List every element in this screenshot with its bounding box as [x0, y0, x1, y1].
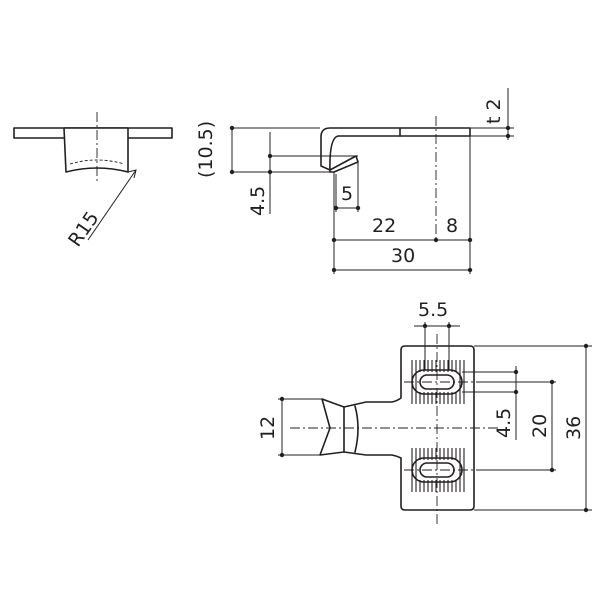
- w12-label: 12: [257, 416, 279, 440]
- radius-arrow: [127, 169, 137, 179]
- p20-dot-1: [549, 379, 555, 385]
- t2-dot-2: [505, 133, 511, 139]
- radius-label: R15: [64, 208, 103, 251]
- plan-tongue-inner: [354, 405, 359, 453]
- plan-slot-bottom: [411, 448, 465, 492]
- l22-label: 22: [372, 215, 396, 237]
- h45-dot-2: [267, 169, 273, 175]
- p20-label: 20: [529, 414, 551, 438]
- l8-dot-2: [467, 237, 473, 243]
- l30-dot-2: [467, 267, 473, 273]
- h45-dot-1: [267, 153, 273, 159]
- w55-dot-2: [446, 323, 452, 329]
- d5-label: 5: [341, 183, 353, 205]
- side-hidden-curve: [69, 159, 125, 165]
- w55-label: 5.5: [418, 299, 448, 321]
- o45-dot-1: [513, 369, 519, 375]
- l8-label: 8: [446, 215, 458, 237]
- plan-tongue: [319, 398, 345, 456]
- d5-dot-1: [333, 205, 339, 211]
- side-tongue: [63, 127, 129, 173]
- h36-label: 36: [563, 416, 585, 440]
- radius-leader: [87, 169, 137, 241]
- d5-dot-2: [355, 205, 361, 211]
- side-view: R15: [13, 112, 173, 251]
- plan-view: 5.5 12 4.5 20 36: [257, 299, 592, 524]
- l30-dot-1: [331, 267, 337, 273]
- h36-dot-2: [583, 507, 589, 513]
- plan-plate: [343, 345, 475, 511]
- h45-label: 4.5: [247, 186, 269, 216]
- h36-dot-1: [583, 343, 589, 349]
- o45-label: 4.5: [493, 408, 515, 438]
- plan-slot-top: [411, 360, 465, 404]
- l30-label: 30: [391, 245, 415, 267]
- profile-part: [320, 127, 471, 173]
- l22-dot-2: [433, 237, 439, 243]
- h105-dot-1: [229, 125, 235, 131]
- h105-dot-2: [229, 169, 235, 175]
- t2-dot-1: [505, 125, 511, 131]
- h105-label: (10.5): [195, 121, 217, 178]
- p20-dot-2: [549, 467, 555, 473]
- w12-dot-2: [279, 452, 285, 458]
- o45-dot-2: [513, 389, 519, 395]
- l22-dot-1: [331, 237, 337, 243]
- profile-view: t 2 (10.5) 4.5 5 22 8 30: [195, 88, 514, 274]
- w12-dot-1: [279, 396, 285, 402]
- slot-bottom-fins: [411, 448, 465, 492]
- t2-label: t 2: [483, 98, 505, 124]
- w55-dot-1: [422, 323, 428, 329]
